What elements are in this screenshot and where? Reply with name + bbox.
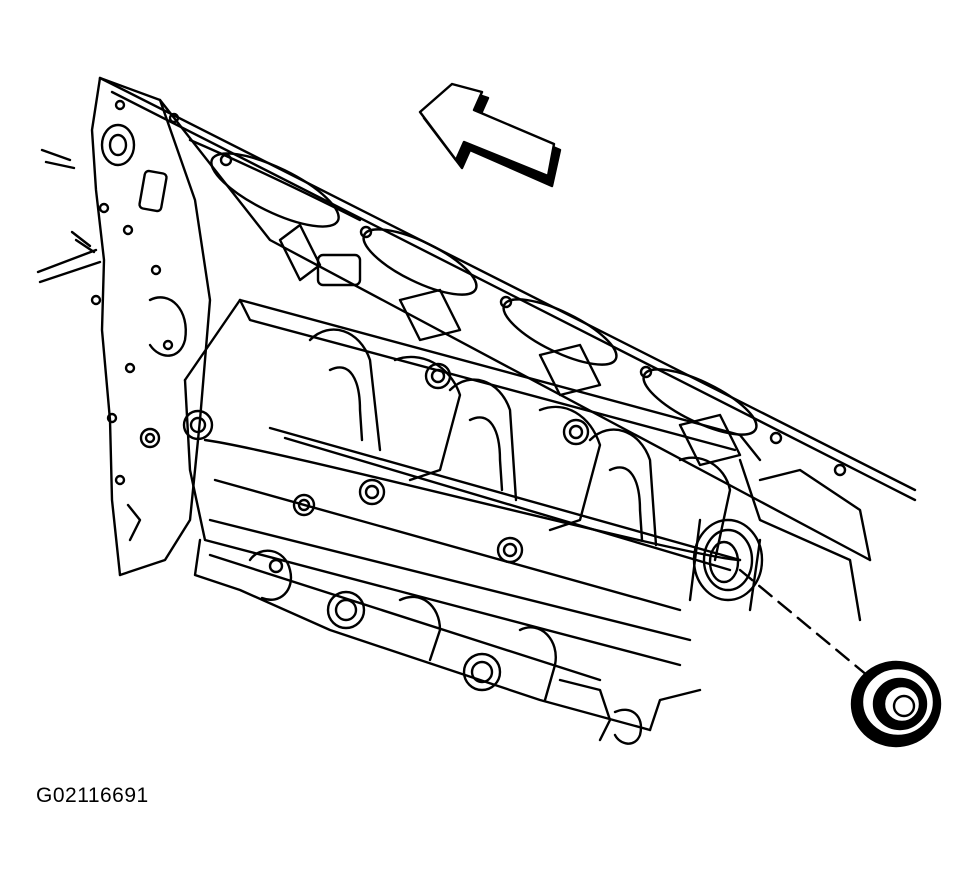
pan-rail	[193, 538, 702, 745]
installation-path-line	[738, 568, 870, 678]
front-cover	[36, 76, 212, 577]
seal-icon	[850, 660, 942, 748]
direction-arrow-icon	[418, 82, 562, 188]
seal-bore	[688, 518, 764, 612]
crankcase	[183, 223, 872, 667]
main-bearing-bulkheads	[182, 355, 732, 564]
block-deck	[98, 76, 917, 562]
figure-id-label: G02116691	[36, 784, 149, 807]
